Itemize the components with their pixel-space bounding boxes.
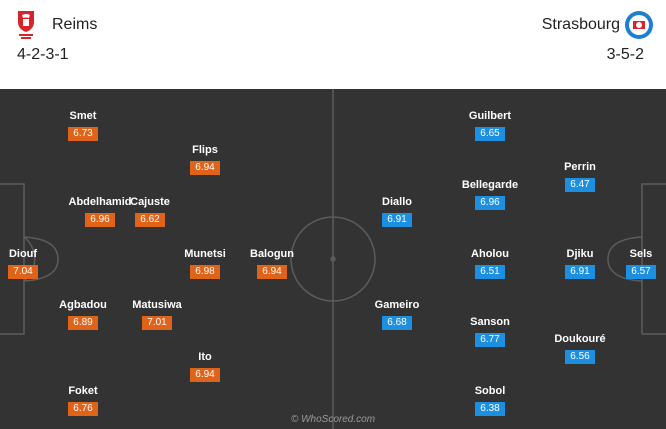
player-name: Bellegarde (461, 179, 519, 191)
player-rating-badge: 6.56 (565, 350, 595, 364)
player-rating-badge: 6.57 (626, 265, 656, 279)
away-team-name[interactable]: Strasbourg (541, 16, 620, 33)
reims-crest-icon (16, 10, 36, 40)
player-name: Sobol (474, 385, 506, 397)
strasbourg-crest-icon (624, 10, 654, 40)
player-name: Diallo (382, 196, 412, 208)
player-rating-badge: 7.01 (142, 316, 172, 330)
player-rating-badge: 6.77 (475, 333, 505, 347)
player-rating-badge: 6.62 (135, 213, 165, 227)
player-name: Smet (69, 110, 97, 122)
home-player-card[interactable]: Diouf 7.04 (0, 247, 63, 279)
away-player-card[interactable]: Bellegarde 6.96 (450, 178, 530, 210)
player-rating-badge: 6.96 (85, 213, 115, 227)
player-rating-badge: 6.94 (257, 265, 287, 279)
home-player-card[interactable]: Smet 6.73 (43, 109, 123, 141)
player-name: Abdelhamid (68, 196, 132, 208)
pitch: Smet 6.73 Flips 6.94 Abdelhamid 6.96 Caj… (0, 89, 666, 429)
away-player-card[interactable]: Perrin 6.47 (540, 160, 620, 192)
player-rating-badge: 6.89 (68, 316, 98, 330)
player-name: Balogun (250, 248, 294, 260)
away-player-card[interactable]: Sanson 6.77 (450, 315, 530, 347)
player-rating-badge: 6.98 (190, 265, 220, 279)
player-rating-badge: 6.73 (68, 127, 98, 141)
away-player-card[interactable]: Sels 6.57 (601, 247, 666, 279)
away-formation: 3-5-2 (606, 46, 644, 63)
player-name: Gameiro (374, 299, 420, 311)
player-name: Sels (629, 248, 653, 260)
away-player-card[interactable]: Gameiro 6.68 (357, 298, 437, 330)
watermark: © WhoScored.com (290, 414, 376, 425)
player-name: Cajuste (130, 196, 170, 208)
player-name: Sanson (470, 316, 510, 328)
home-player-card[interactable]: Ito 6.94 (165, 350, 245, 382)
player-rating-badge: 7.04 (8, 265, 38, 279)
player-rating-badge: 6.94 (190, 161, 220, 175)
player-name: Flips (192, 144, 218, 156)
player-name: Djiku (566, 248, 594, 260)
player-rating-badge: 6.47 (565, 178, 595, 192)
home-team-name[interactable]: Reims (52, 16, 98, 33)
home-player-card[interactable]: Munetsi 6.98 (165, 247, 245, 279)
player-name: Guilbert (468, 110, 512, 122)
away-player-card[interactable]: Doukouré 6.56 (540, 332, 620, 364)
home-player-card[interactable]: Abdelhamid 6.96 (60, 195, 140, 227)
player-rating-badge: 6.68 (382, 316, 412, 330)
home-player-card[interactable]: Cajuste 6.62 (110, 195, 190, 227)
player-rating-badge: 6.91 (565, 265, 595, 279)
player-name: Matusiwa (132, 299, 182, 311)
player-rating-badge: 6.76 (68, 402, 98, 416)
home-player-card[interactable]: Balogun 6.94 (232, 247, 312, 279)
pitch-markings (0, 89, 666, 429)
away-player-card[interactable]: Djiku 6.91 (540, 247, 620, 279)
player-name: Doukouré (554, 333, 606, 345)
player-rating-badge: 6.91 (382, 213, 412, 227)
player-rating-badge: 6.94 (190, 368, 220, 382)
player-name: Perrin (564, 161, 596, 173)
player-name: Aholou (471, 248, 509, 260)
away-player-card[interactable]: Sobol 6.38 (450, 384, 530, 416)
player-rating-badge: 6.65 (475, 127, 505, 141)
player-name: Foket (68, 385, 98, 397)
player-name: Agbadou (59, 299, 107, 311)
player-rating-badge: 6.96 (475, 196, 505, 210)
home-player-card[interactable]: Agbadou 6.89 (43, 298, 123, 330)
home-player-card[interactable]: Foket 6.76 (43, 384, 123, 416)
player-name: Diouf (8, 248, 38, 260)
match-header: Reims 4-2-3-1 Strasbourg 3-5-2 (0, 0, 666, 84)
away-player-card[interactable]: Aholou 6.51 (450, 247, 530, 279)
player-rating-badge: 6.51 (475, 265, 505, 279)
player-name: Ito (198, 351, 212, 363)
away-player-card[interactable]: Guilbert 6.65 (450, 109, 530, 141)
home-player-card[interactable]: Flips 6.94 (165, 143, 245, 175)
away-player-card[interactable]: Diallo 6.91 (357, 195, 437, 227)
player-name: Munetsi (184, 248, 226, 260)
home-formation: 4-2-3-1 (17, 46, 69, 63)
player-rating-badge: 6.38 (475, 402, 505, 416)
home-player-card[interactable]: Matusiwa 7.01 (117, 298, 197, 330)
